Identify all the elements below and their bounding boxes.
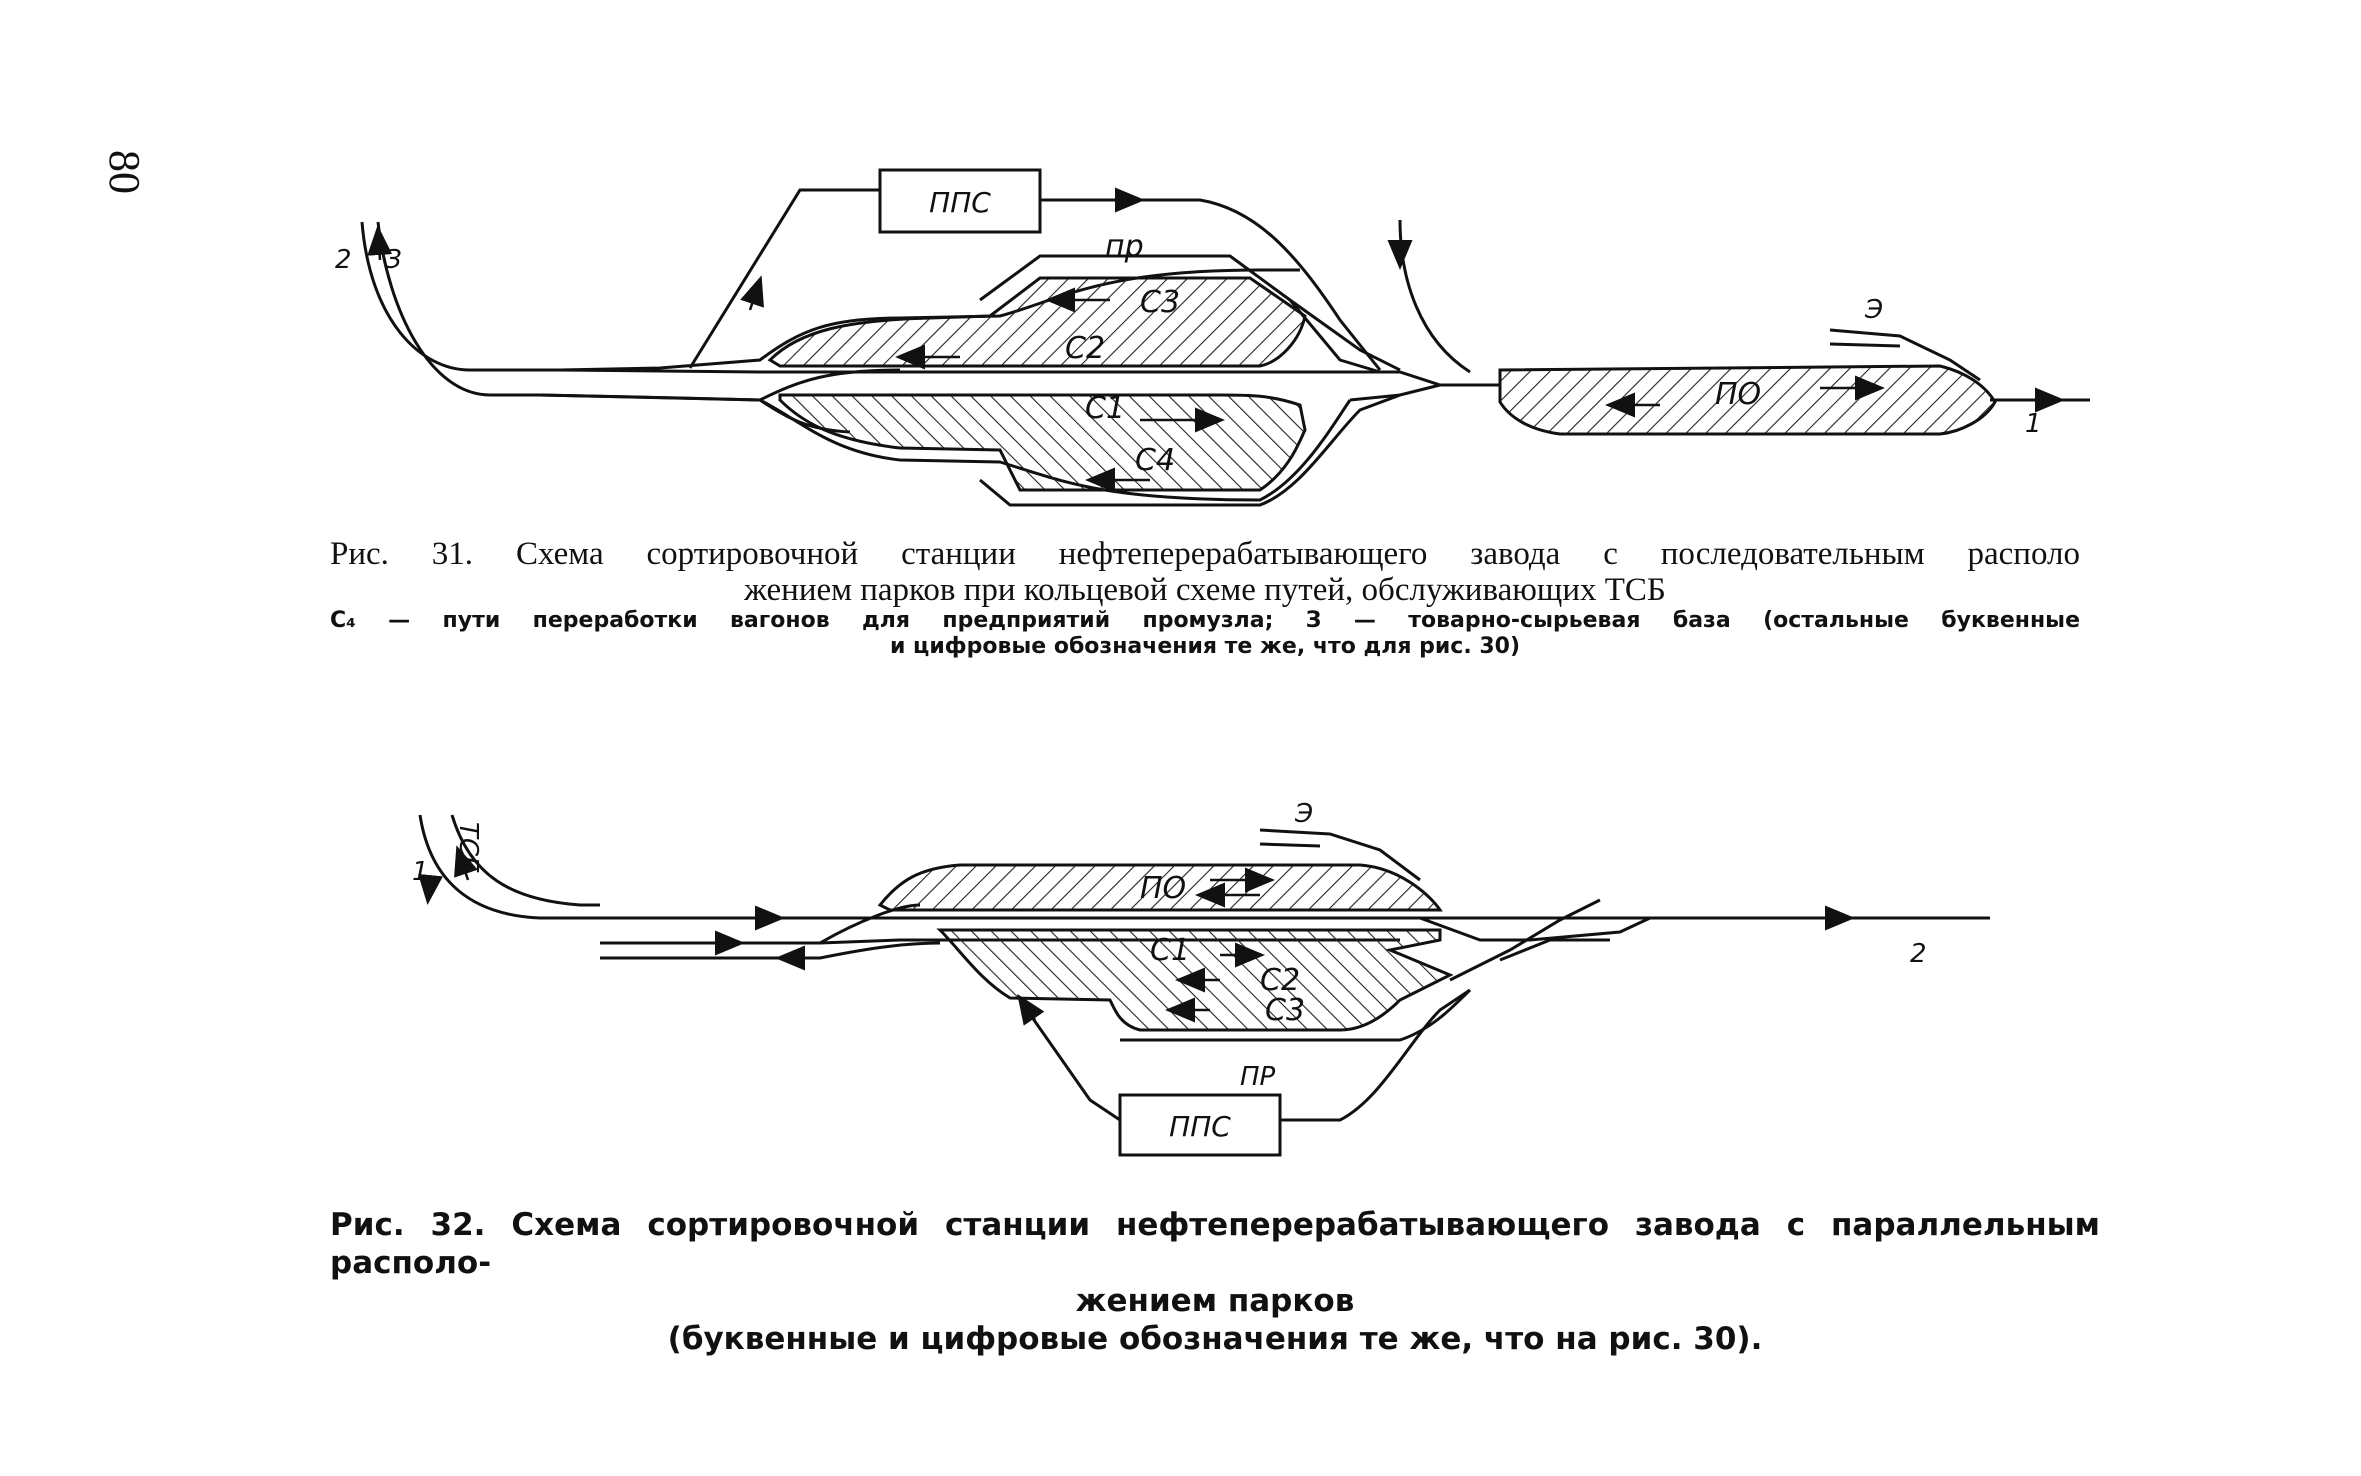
fig32-pps-box bbox=[1118, 1093, 1282, 1157]
fig32-arrows bbox=[418, 845, 1855, 1026]
fig31-note-line1: С₄ — пути переработки вагонов для предпр… bbox=[330, 608, 2080, 633]
fig31-track-z-label: З bbox=[385, 245, 402, 275]
fig32-e-label: Э bbox=[1294, 799, 1313, 829]
fig31-note-line2: и цифровые обозначения те же, что для ри… bbox=[889, 634, 1521, 659]
fig32-pps-label: ППС bbox=[1169, 1110, 1231, 1143]
fig31-caption-line2: жением парков при кольцевой схеме путей,… bbox=[744, 572, 1666, 608]
fig31-c2-label: С2 bbox=[1065, 331, 1105, 366]
fig31-pps-label: ППС bbox=[929, 186, 991, 219]
fig32-tsb-label: ТСБ bbox=[453, 822, 483, 874]
fig32-pr-label: ПР bbox=[1240, 1062, 1276, 1092]
fig31-pr-label: пр bbox=[1105, 229, 1144, 264]
fig32-caption-line3: (буквенные и цифровые обозначения те же,… bbox=[667, 1321, 1763, 1357]
fig31-c4-label: С4 bbox=[1135, 443, 1175, 478]
fig32-caption-line2: жением парков bbox=[1075, 1283, 1355, 1319]
fig32-track-1-curve bbox=[418, 814, 600, 920]
fig31-caption: Рис. 31. Схема сортировочной станции неф… bbox=[330, 536, 2080, 660]
fig31-c3-label: С3 bbox=[1140, 285, 1180, 320]
fig31-park-c2-c3 bbox=[767, 276, 1307, 368]
fig31-po-label: ПО bbox=[1715, 377, 1761, 412]
fig32-c3-label: С3 bbox=[1265, 993, 1305, 1028]
fig32-c2-label: С2 bbox=[1260, 963, 1300, 998]
fig32-track-1-label: 1 bbox=[412, 857, 429, 887]
fig32-track-2-label: 2 bbox=[1910, 939, 1927, 969]
fig32-caption-line1: Рис. 32. Схема сортировочной станции неф… bbox=[330, 1207, 2100, 1281]
fig31-track-2-curve bbox=[360, 221, 540, 372]
fig31-e-label: Э bbox=[1864, 295, 1883, 325]
fig32-po-label: ПО bbox=[1140, 871, 1186, 906]
fig31-caption-line1: Рис. 31. Схема сортировочной станции неф… bbox=[330, 536, 2080, 572]
fig31-track-1-label: 1 bbox=[2025, 409, 2042, 439]
fig31-c1-label: С1 bbox=[1085, 391, 1125, 426]
fig32-park-po bbox=[877, 863, 1443, 912]
fig31-track-z-curve bbox=[376, 221, 540, 397]
fig32-caption: Рис. 32. Схема сортировочной станции неф… bbox=[330, 1206, 2100, 1358]
fig31-track-2-label: 2 bbox=[335, 245, 352, 275]
fig31-pps-approach bbox=[688, 188, 880, 369]
fig32-tsb-curve bbox=[450, 814, 600, 907]
fig31-park-c1-c4 bbox=[778, 393, 1307, 492]
fig32-c1-label: С1 bbox=[1150, 933, 1190, 968]
fig31-arrows bbox=[367, 187, 2065, 493]
fig31-pps-box bbox=[878, 168, 1042, 234]
